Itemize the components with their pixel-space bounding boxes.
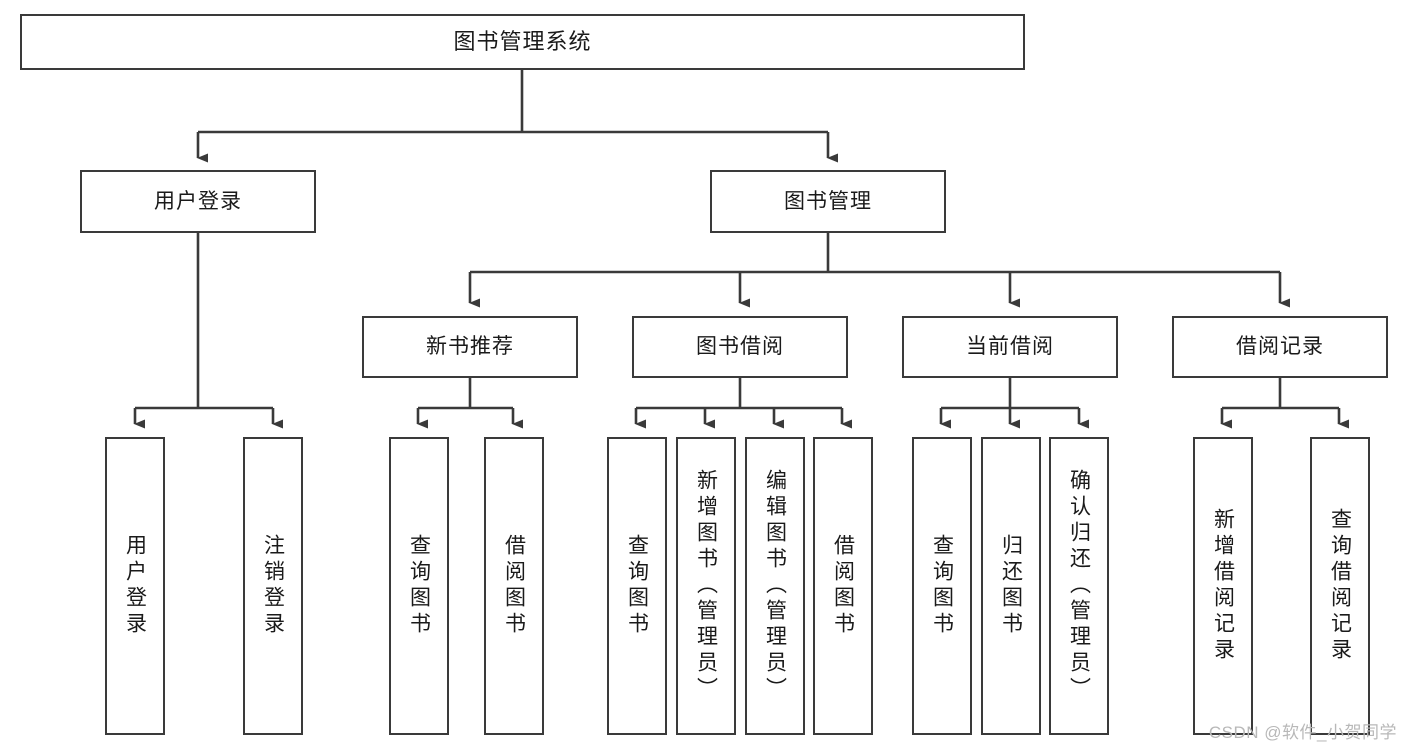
node-label: 借阅记录 [1236, 335, 1324, 359]
node-root-system[interactable]: 图书管理系统 [20, 14, 1025, 70]
node-user-login[interactable]: 用户登录 [80, 170, 316, 233]
leaf-record-query-record[interactable]: 查询借阅记录 [1310, 437, 1370, 735]
node-label: 图书借阅 [696, 335, 784, 359]
leaf-borrow-borrow-book[interactable]: 借阅图书 [813, 437, 873, 735]
node-label: 确认归还（管理员） [1067, 469, 1091, 703]
leaf-recommend-query-book[interactable]: 查询图书 [389, 437, 449, 735]
node-label: 查询图书 [930, 534, 954, 638]
node-label: 查询图书 [407, 534, 431, 638]
leaf-user-login-signin[interactable]: 用户登录 [105, 437, 165, 735]
node-label: 注销登录 [261, 534, 285, 638]
node-label: 当前借阅 [966, 335, 1054, 359]
node-label: 图书管理系统 [453, 28, 592, 54]
node-label: 查询图书 [625, 534, 649, 638]
leaf-record-add-record[interactable]: 新增借阅记录 [1193, 437, 1253, 735]
leaf-recommend-borrow-book[interactable]: 借阅图书 [484, 437, 544, 735]
leaf-borrow-query-book[interactable]: 查询图书 [607, 437, 667, 735]
node-label: 归还图书 [999, 534, 1023, 638]
node-label: 借阅图书 [831, 534, 855, 638]
node-current-borrow[interactable]: 当前借阅 [902, 316, 1118, 378]
node-new-book-recommend[interactable]: 新书推荐 [362, 316, 578, 378]
leaf-current-confirm-return-admin[interactable]: 确认归还（管理员） [1049, 437, 1109, 735]
leaf-borrow-edit-book-admin[interactable]: 编辑图书（管理员） [745, 437, 805, 735]
node-book-management[interactable]: 图书管理 [710, 170, 946, 233]
watermark: CSDN @软件_小贺同学 [1208, 723, 1397, 742]
node-label: 图书管理 [784, 189, 872, 213]
node-label: 借阅图书 [502, 534, 526, 638]
leaf-borrow-add-book-admin[interactable]: 新增图书（管理员） [676, 437, 736, 735]
leaf-user-login-signout[interactable]: 注销登录 [243, 437, 303, 735]
node-label: 新书推荐 [426, 335, 514, 359]
node-book-borrow[interactable]: 图书借阅 [632, 316, 848, 378]
node-label: 用户登录 [123, 534, 147, 638]
node-label: 新增借阅记录 [1211, 508, 1235, 664]
node-label: 新增图书（管理员） [694, 469, 718, 703]
node-label: 查询借阅记录 [1328, 508, 1352, 664]
leaf-current-return-book[interactable]: 归还图书 [981, 437, 1041, 735]
node-borrow-record[interactable]: 借阅记录 [1172, 316, 1388, 378]
node-label: 用户登录 [154, 189, 242, 213]
node-label: 编辑图书（管理员） [763, 469, 787, 703]
leaf-current-query-book[interactable]: 查询图书 [912, 437, 972, 735]
